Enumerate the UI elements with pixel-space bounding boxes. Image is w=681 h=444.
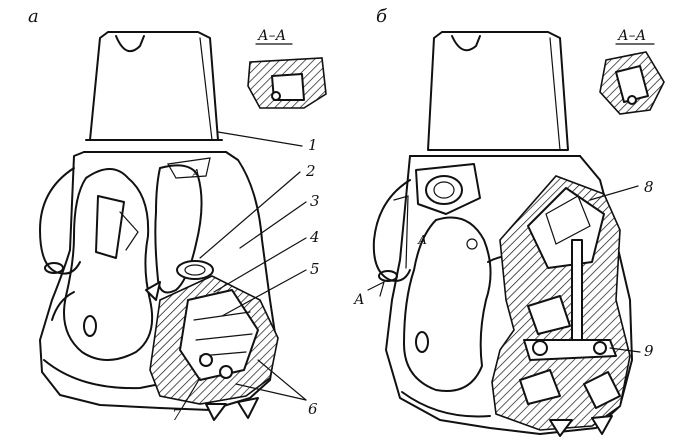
section-b-core: [615, 65, 649, 103]
leader-7: [181, 377, 201, 409]
leg-b-mark-a1: А: [417, 233, 427, 247]
section-cut-arrow: [367, 280, 385, 297]
lube-channel-b: [571, 239, 583, 351]
callout-2: 2: [305, 162, 316, 180]
leader-6a: [235, 383, 307, 401]
cone-a-axis-2: [195, 333, 253, 341]
leader-9: [609, 347, 641, 353]
cone-b-tooth-2: [591, 415, 613, 435]
cone-b-insert-2: [583, 371, 621, 409]
cone-a-tooth-3: [145, 281, 161, 301]
pin-b-ball-2: [593, 341, 607, 355]
shank-b: [427, 31, 569, 151]
cone-b-insert-1: [519, 369, 561, 405]
leg-a-window: [95, 195, 125, 259]
leader-3: [239, 201, 307, 249]
shank-b-edge: [549, 37, 561, 151]
cone-a-tooth-1: [205, 403, 227, 421]
callout-9: 9: [644, 342, 654, 360]
nozzle-b: [425, 175, 463, 205]
body-b-sweep: [401, 391, 491, 418]
leg-b-mark-theta: [466, 238, 478, 250]
callout-4: 4: [309, 228, 320, 246]
shank-a: [89, 31, 219, 141]
leg-a-mark-o: [83, 315, 97, 337]
section-b-title: А–А: [617, 28, 646, 44]
callout-8: 8: [644, 178, 654, 196]
leg-a-paw: [63, 168, 154, 361]
leg-b-paw: [403, 216, 492, 392]
shank-a-edge: [199, 37, 213, 141]
panel-a: а А: [28, 6, 327, 424]
leg-b-mark-o: [415, 331, 429, 353]
leader-6b: [257, 359, 307, 401]
pin-b-ball: [532, 340, 548, 356]
pin-b-seal: [527, 295, 571, 335]
panel-b: б А А: [353, 6, 665, 437]
reservoir-b: [527, 187, 605, 269]
callout-6: 6: [308, 400, 318, 418]
leader-8: [589, 185, 639, 201]
shank-a-notch: [115, 35, 145, 53]
leader-4: [213, 237, 307, 293]
leg-a-lug: [39, 167, 81, 275]
section-b-pin: [627, 95, 637, 105]
callout-7: 7: [172, 406, 182, 424]
panel-b-label: б: [376, 6, 388, 27]
callout-3: 3: [310, 192, 320, 210]
shank-b-notch: [451, 35, 481, 52]
leg-b-lug: [372, 179, 411, 282]
cone-b-tooth-1: [549, 419, 573, 437]
body-a-curve: [51, 291, 75, 321]
nozzle-a-inner: [184, 264, 206, 276]
cone-a-ball-2: [219, 365, 233, 379]
reservoir-b-cap: [545, 195, 591, 245]
leg-a-hole: [44, 262, 64, 274]
leg-a-rib: [119, 211, 139, 251]
leg-b-mark-a2: А: [353, 292, 365, 308]
nozzle-a: [176, 260, 214, 280]
leg-b-rib: [393, 195, 409, 269]
body-a-sweep: [43, 359, 181, 390]
leader-2: [199, 171, 301, 259]
leader-5: [221, 269, 307, 317]
leg-a-flat: [167, 157, 211, 179]
nozzle-b-inner: [433, 181, 455, 199]
cone-a-ball-1: [199, 353, 213, 367]
section-a-title: А–А: [257, 28, 286, 44]
leg-a-mark-a: А: [191, 167, 200, 180]
cone-a-tooth-2: [237, 397, 259, 419]
leader-1: [217, 131, 303, 147]
section-a-pin: [271, 91, 281, 101]
panel-a-label: а: [28, 6, 39, 27]
leg-b-hole: [378, 270, 398, 282]
callout-5: 5: [310, 260, 320, 278]
callout-1: 1: [308, 136, 318, 154]
